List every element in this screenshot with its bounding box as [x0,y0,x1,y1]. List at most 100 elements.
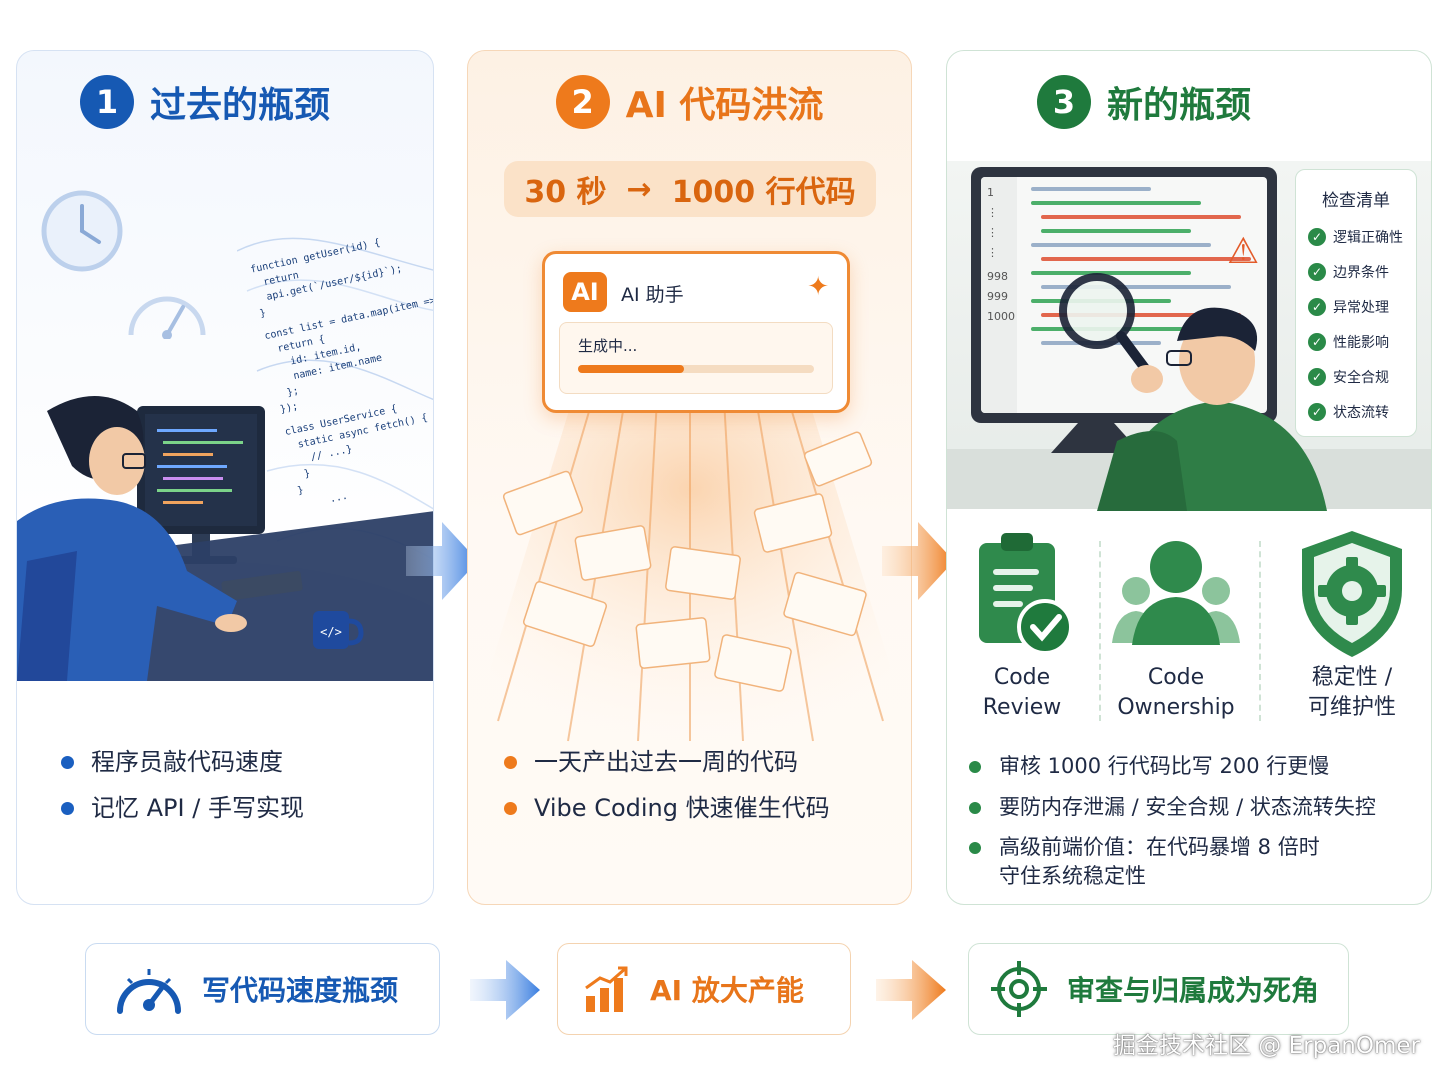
arrow-right-icon [406,522,478,600]
reviewer-illustration [1059,273,1327,511]
check-icon: ✓ [1308,227,1326,246]
bullet-item: 要防内存泄漏 / 安全合规 / 状态流转失控 [969,787,1376,828]
check-icon: ✓ [1308,297,1326,316]
line-number: ⋮ [987,246,998,259]
summary-label: 审查与归属成为死角 [1067,974,1320,1007]
clipboard-check-icon [979,533,1073,655]
speed-arrow: → [626,171,652,207]
bullet-item: 一天产出过去一周的代码 [504,739,830,785]
ai-status-text: 生成中... [578,337,638,355]
step-3-badge: 3 [1036,75,1091,129]
check-icon: ✓ [1308,332,1326,351]
code-line [1041,229,1191,233]
code-line [1041,257,1251,261]
growth-chart-icon [585,966,628,1012]
arrow-right-icon [876,960,946,1020]
ai-badge: AI [563,272,607,312]
line-number: 1 [987,186,994,199]
ai-progress-fill [578,365,685,373]
review-checklist: 检查清单 ✓ 逻辑正确性 ✓ 边界条件 ✓ 异常处理 ✓ 性能影响 ✓ 安全合规 ✓状态流… [1295,169,1417,437]
step-2-badge: 2 [555,75,610,129]
code-line [1031,271,1191,275]
arrow-right-icon [470,960,540,1020]
panel-ai-code-flood: 2 AI 代码洪流 30 秒 → 1000 行代码 AI AI [467,50,912,905]
panel-3-title-row: 3 新的瓶颈 [947,75,1431,129]
step-1-badge: 1 [80,75,134,129]
bullet-item: 程序员敲代码速度 [61,739,304,785]
summary-speed-bottleneck: 写代码速度瓶颈 [85,943,440,1035]
speed-to: 1000 行代码 [671,175,856,210]
summary-review-blindspot: 审查与归属成为死角 [968,943,1349,1035]
code-line [1031,243,1211,247]
panel-3-bullets: 审核 1000 行代码比写 200 行更慢 要防内存泄漏 / 安全合规 / 状态… [969,746,1376,891]
line-number: ⋮ [987,206,998,219]
checklist-label: 安全合规 [1333,369,1389,386]
bullet-item: 审核 1000 行代码比写 200 行更慢 [969,746,1376,787]
line-number: 1000 [987,310,1015,323]
gauge-icon [128,296,206,339]
checklist-item: ✓ 逻辑正确性 [1308,219,1416,254]
code-line [1031,187,1151,191]
arrow-right-icon [882,522,954,600]
summary-ai-amplify: AI 放大产能 [557,943,851,1035]
check-icon: ✓ [1308,262,1326,281]
checklist-label: 状态流转 [1333,404,1389,421]
code-line [1031,201,1201,205]
checklist-label: 性能影响 [1333,334,1389,351]
watermark: 掘金技术社区 @ ErpanOmer [1113,1033,1420,1059]
panel-2-title: AI 代码洪流 [625,85,824,126]
speedometer-icon [117,969,181,1014]
code-line [1041,215,1241,219]
panel-1-bullets: 程序员敲代码速度 记忆 API / 手写实现 [61,739,304,831]
check-icon: ✓ [1308,367,1326,386]
stability-item: 稳定性 / 可维护性 [1277,521,1427,720]
icon-label: Code Ownership [1101,663,1251,723]
checklist-title: 检查清单 [1322,191,1390,211]
speed-from: 30 秒 [524,175,607,210]
code-flood-illustration [468,381,911,742]
warning-icon: ⚠ [1227,231,1260,272]
panel-2-bullets: 一天产出过去一周的代码 Vibe Coding 快速催生代码 [504,739,830,831]
line-number-gutter: 1 ⋮ ⋮ ⋮ 998 999 1000 [981,177,1017,413]
mug-code-symbol: </> [320,625,342,639]
checklist-item: ✓ 边界条件 [1308,254,1416,289]
icon-label-line: Code [1147,665,1205,690]
checklist-label: 异常处理 [1333,299,1389,316]
ai-assistant-name: AI 助手 [621,284,684,306]
divider [1259,541,1261,721]
checklist-item: ✓状态流转 [1308,394,1416,429]
team-icon [1112,541,1240,645]
icon-label-line: 稳定性 / [1311,665,1393,690]
code-line [1041,313,1241,317]
line-number: ⋮ [987,226,998,239]
bullet-item: 记忆 API / 手写实现 [61,785,304,831]
line-number: 998 [987,270,1008,283]
panel-past-bottleneck: 1 过去的瓶颈 function getUser(id) { return ap… [16,50,434,905]
review-scene: 1 ⋮ ⋮ ⋮ 998 999 1000 [947,161,1431,511]
checklist-label: 逻辑正确性 [1333,229,1403,246]
icon-label-line: Review [982,695,1062,720]
panel-1-title-row: 1 过去的瓶颈 [80,75,433,129]
checklist-item: ✓ 异常处理 [1308,289,1416,324]
icon-label: Code Review [947,663,1097,723]
panel-1-title: 过去的瓶颈 [150,85,331,126]
checklist-label: 边界条件 [1333,264,1389,281]
icon-label-line: Ownership [1117,695,1235,720]
checklist-item: ✓ 性能影响 [1308,324,1416,359]
code-review-item: Code Review [947,521,1097,720]
responsibility-icons: Code Review Code Ownership [947,521,1431,736]
divider [1099,541,1101,721]
panel-new-bottleneck: 3 新的瓶颈 1 ⋮ ⋮ ⋮ 998 999 1000 [946,50,1432,905]
bullet-item: Vibe Coding 快速催生代码 [504,785,830,831]
checklist-item: ✓ 安全合规 [1308,359,1416,394]
programmer-illustration: </> [17,396,433,681]
panel-3-title: 新的瓶颈 [1106,85,1251,126]
clock-icon [41,190,123,272]
code-ownership-item: Code Ownership [1101,521,1251,720]
bullet-line: 守住系统稳定性 [999,864,1146,888]
sparkle-icon: ✦ [807,272,829,302]
icon-label-line: 可维护性 [1307,695,1396,720]
icon-label: 稳定性 / 可维护性 [1277,663,1427,723]
ai-progress-bar [578,365,814,373]
bullet-item: 高级前端价值：在代码暴增 8 倍时 守住系统稳定性 [969,828,1376,891]
